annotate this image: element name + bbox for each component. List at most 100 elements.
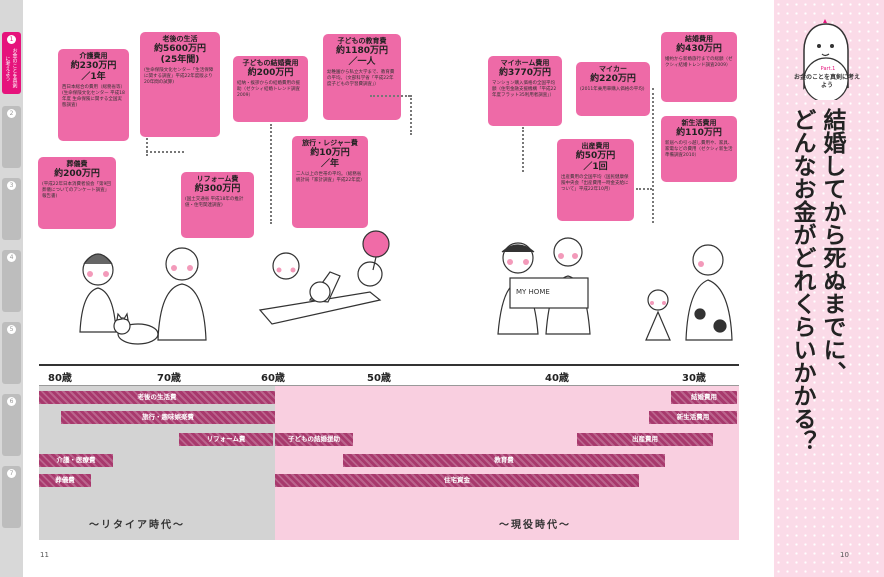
info-box-note: マンション購入価格の全国平均額（住宅金融支援機構「平成22年度フラット35利用者…: [492, 81, 557, 98]
age-tick-70: 70歳: [157, 373, 181, 384]
bar-education: 教育費: [343, 454, 665, 467]
bar-retirement-living: 老後の生活費: [39, 391, 275, 404]
info-box-note: (生命保険文化センター「生活保障に関する調査」平成22年度版より20年間の試算): [144, 68, 214, 85]
mother-child-figure: [645, 244, 733, 341]
bar-nursing-medical: 介護・医療費: [39, 454, 113, 467]
life-timeline: 80歳 70歳 60歳 50歳 40歳 30歳 老後の生活費 旅行・趣味娯楽費 …: [39, 364, 739, 540]
elderly-man-figure: [157, 247, 207, 341]
chapter-tab-number: 4: [7, 253, 16, 262]
chapter-tab-2[interactable]: 2: [2, 106, 21, 168]
info-box-heading: 結婚費用: [685, 35, 713, 43]
chapter-tab-label: お金のことを真剣に考えよう: [4, 48, 18, 88]
info-box-value: 約3770万円: [498, 68, 552, 78]
info-box-value: 約200万円: [54, 169, 100, 179]
ghost-mascot-icon: [803, 19, 849, 100]
connector-line: [636, 188, 652, 190]
info-box-nursing-care: 介護費用 約230万円 ／1年 西日本総合の費用（総務省等）(生命保険文化センタ…: [58, 49, 129, 141]
info-box-my-car: マイカー 約220万円 (2011年乗用車購入価格の平均): [576, 62, 650, 116]
info-box-heading: リフォーム費: [196, 175, 239, 183]
connector-line: [146, 151, 184, 153]
page-number-right: 10: [840, 551, 849, 559]
chapter-tab-3[interactable]: 3: [2, 178, 21, 240]
connector-line: [410, 95, 412, 135]
info-box-note: 西日本総合の費用（総務省等）(生命保険文化センター 平成18年度 生命保険に関す…: [62, 85, 125, 108]
bar-renovation: リフォーム費: [179, 433, 273, 446]
info-box-value: 約10万円: [310, 148, 350, 158]
info-box-unit: (25年間): [160, 55, 200, 65]
info-box-value: 約200万円: [247, 68, 294, 78]
connector-line: [370, 95, 410, 97]
bar-wedding: 結婚費用: [671, 391, 737, 404]
info-box-heading: 葬儀費: [66, 160, 88, 168]
info-box-new-life: 新生活費用 約110万円 新居への引っ越し費用や、家具、家電などの費用（ゼクシィ…: [661, 116, 737, 182]
connector-line: [652, 88, 654, 223]
chapter-tab-7[interactable]: 7: [2, 466, 21, 528]
info-box-my-home: マイホーム費用 約3770万円 マンション購入価格の全国平均額（住宅金融支援機構…: [488, 56, 562, 126]
info-box-note: 婚約から新婚旅行までの総額（ゼクシィ結婚トレンド調査2009）: [665, 57, 733, 68]
info-box-value: 約230万円: [70, 61, 117, 71]
age-tick-50: 50歳: [367, 373, 391, 384]
info-box-value: 約300万円: [194, 184, 241, 194]
connector-line: [270, 124, 272, 224]
connector-line: [522, 127, 524, 172]
family-illustration: MY HOME: [79, 230, 733, 345]
page-title-line-1: 結婚してから死ぬまでに、: [819, 108, 845, 384]
info-box-heading: 子どもの結婚費用: [242, 59, 299, 67]
info-box-funeral: 葬儀費 約200万円 (平成22年日本消費者協会「第9回葬儀についてのアンケート…: [38, 157, 116, 229]
chapter-tab-4[interactable]: 4: [2, 250, 21, 312]
page-title-line-2: どんなお金がどれくらいかかる？: [789, 108, 815, 453]
chapter-tab-number: 5: [7, 325, 16, 334]
info-box-heading: 新生活費用: [681, 119, 717, 127]
info-box-wedding: 結婚費用 約430万円 婚約から新婚旅行までの総額（ゼクシィ結婚トレンド調査20…: [661, 32, 737, 102]
info-box-value: 約50万円: [575, 151, 616, 161]
info-box-heading: 老後の生活: [162, 35, 198, 43]
chapter-tab-6[interactable]: 6: [2, 394, 21, 456]
info-box-renovation: リフォーム費 約300万円 (国土交通省 平成18年の推計値・住宅関連調査): [181, 172, 254, 238]
chapter-tab-5[interactable]: 5: [2, 322, 21, 384]
info-box-heading: 出産費用: [581, 142, 610, 150]
chapter-tab-1[interactable]: 1 お金のことを真剣に考えよう: [2, 32, 21, 94]
chapter-tab-number: 2: [7, 109, 16, 118]
info-box-note: 結納・挨拶からの結婚費用の援助（ゼクシィ結婚トレンド調査2009）: [237, 81, 300, 98]
age-tick-80: 80歳: [48, 373, 72, 384]
info-box-child-education: 子どもの教育費 約1180万円 ／一人 幼稚園から私立大学まで、教育費の平均。（…: [323, 34, 401, 120]
page-number-left: 11: [40, 551, 49, 559]
cat-figure: [113, 312, 159, 345]
chapter-tab-number: 7: [7, 469, 16, 478]
bar-new-life: 新生活費用: [649, 411, 737, 424]
info-box-unit: ／年: [320, 159, 339, 169]
info-box-note: (2011年乗用車購入価格の平均): [580, 87, 645, 92]
age-tick-60: 60歳: [261, 373, 285, 384]
chapter-tab-number: 3: [7, 181, 16, 190]
elderly-woman-figure: [79, 253, 117, 333]
svg-text:MY HOME: MY HOME: [516, 288, 550, 296]
info-box-note: 新居への引っ越し費用や、家具、家電などの費用（ゼクシィ新生活準備調査2010）: [665, 141, 733, 158]
age-tick-40: 40歳: [545, 373, 569, 384]
bar-childbirth: 出産費用: [577, 433, 713, 446]
info-box-value: 約1180万円: [335, 46, 389, 56]
airplane-family-figure: [258, 230, 390, 325]
info-box-unit: ／一人: [348, 57, 376, 67]
bar-funeral: 葬儀費: [39, 474, 91, 487]
info-box-note: 出産費用の全国平均（国民健康保険中央会「出産費用一時金支給について」平成22年1…: [561, 175, 629, 192]
chapter-tab-number: 6: [7, 397, 16, 406]
info-box-unit: ／1年: [81, 72, 106, 82]
info-box-retirement-living: 老後の生活 約5600万円 (25年間) (生命保険文化センター「生活保障に関す…: [140, 32, 220, 137]
info-box-value: 約110万円: [676, 128, 722, 138]
info-box-note: (平成22年日本消費者協会「第9回葬儀についてのアンケート調査」報告書): [42, 182, 111, 199]
info-box-heading: 介護費用: [79, 52, 108, 60]
chapter-tab-number: 1: [7, 35, 16, 44]
bar-travel-hobby: 旅行・趣味娯楽費: [61, 411, 275, 424]
era-label-retirement: ～リタイア時代～: [89, 520, 185, 531]
bar-child-wedding-support: 子どもの結婚援助: [275, 433, 353, 446]
info-box-heading: 子どもの教育費: [337, 37, 387, 45]
info-box-value: 約5600万円: [153, 44, 207, 54]
info-box-unit: ／1回: [583, 162, 608, 172]
couple-figure: MY HOME: [497, 237, 591, 335]
info-box-note: 二人以上の世帯の平均。（総務省統計局「家計調査」平成22年度）: [296, 172, 365, 183]
info-box-heading: 旅行・レジャー費: [302, 139, 358, 147]
info-box-note: (国土交通省 平成18年の推計値・住宅関連調査): [185, 197, 244, 208]
info-box-value: 約220万円: [590, 74, 636, 84]
info-box-heading: マイカー: [599, 65, 627, 73]
connector-line: [146, 138, 148, 156]
